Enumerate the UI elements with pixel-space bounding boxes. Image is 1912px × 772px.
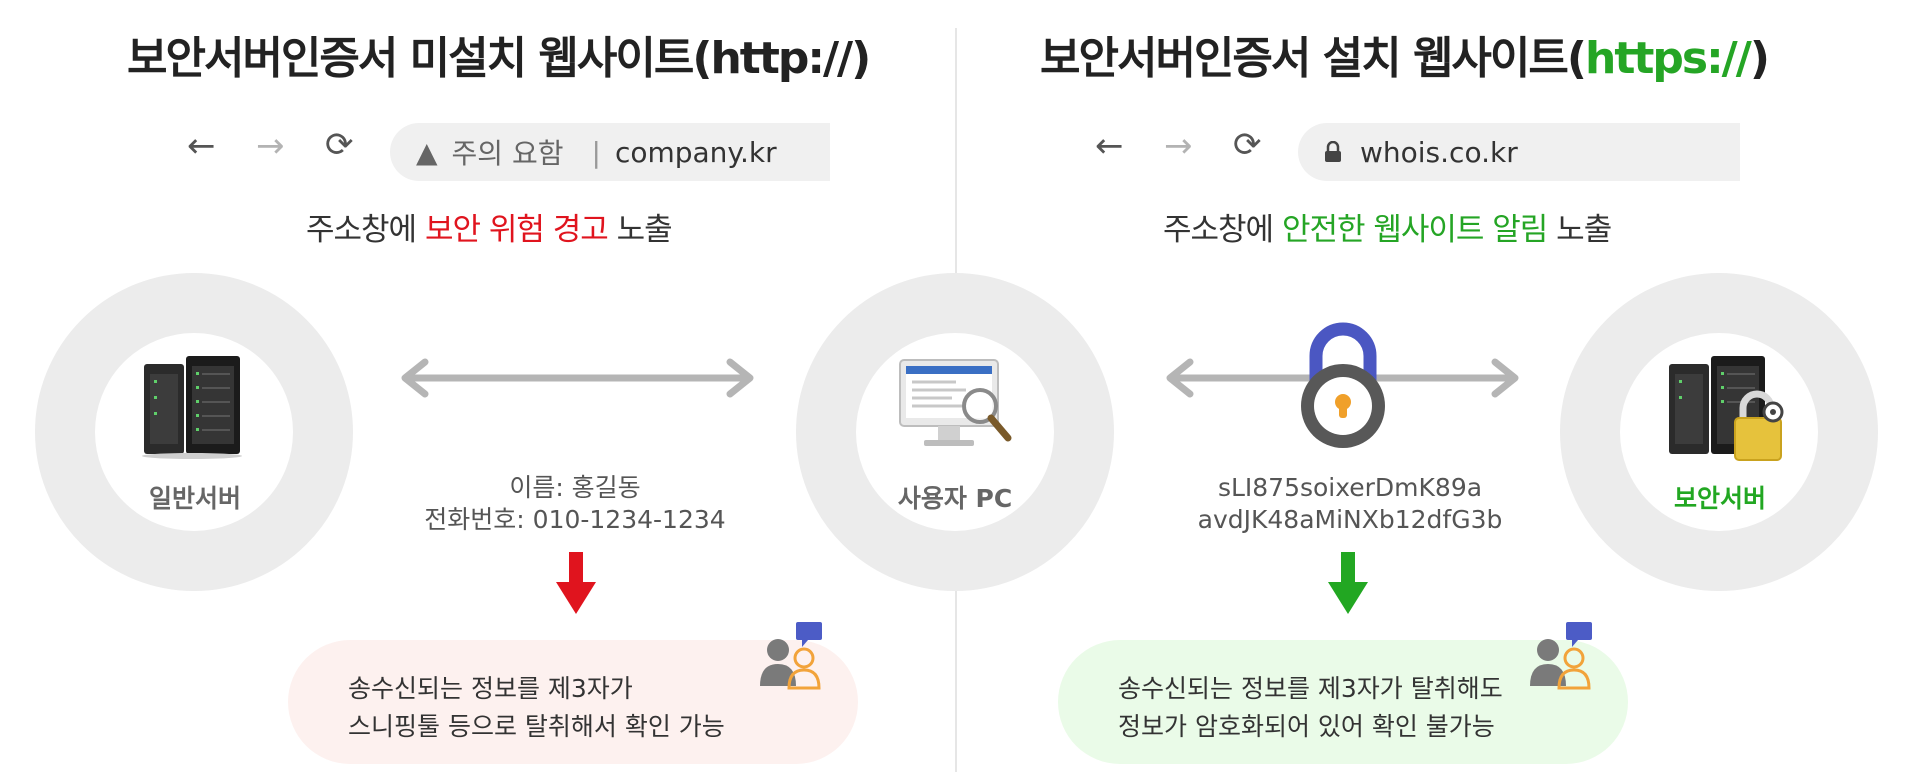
encrypted-data-text: sLI875soixerDmK89a avdJK48aMiNXb12dfG3b: [1190, 472, 1510, 536]
forward-icon[interactable]: →: [256, 126, 285, 166]
warning-text: 주의 요함: [452, 132, 564, 172]
back-icon[interactable]: ←: [187, 126, 216, 166]
left-subline: 주소창에 보안 위험 경고 노출: [306, 204, 672, 249]
right-subline: 주소창에 안전한 웹사이트 알림 노출: [1163, 204, 1611, 249]
general-server-label: 일반서버: [130, 479, 260, 515]
reload-icon[interactable]: ⟳: [1233, 125, 1262, 165]
secure-server-icon: [1665, 350, 1795, 468]
server-icon: [140, 350, 245, 460]
right-title: 보안서버인증서 설치 웹사이트(https://): [1040, 22, 1768, 86]
green-down-arrow-icon: [1326, 552, 1370, 616]
address-host: whois.co.kr: [1360, 136, 1518, 169]
address-bar-secure[interactable]: whois.co.kr: [1298, 123, 1740, 181]
secure-server-label: 보안서버: [1655, 479, 1785, 515]
lock-icon: [1324, 141, 1342, 163]
encrypted-data-line: sLI875soixerDmK89a: [1190, 472, 1510, 504]
forward-icon[interactable]: →: [1164, 126, 1193, 166]
double-arrow-icon: [395, 356, 760, 400]
bubble-line: 스니핑툴 등으로 탈취해서 확인 가능: [348, 708, 858, 746]
address-separator: |: [592, 136, 601, 169]
padlock-icon: [1296, 322, 1390, 452]
plain-data-line: 이름: 홍길동: [420, 472, 730, 504]
warning-icon: ▲: [416, 136, 438, 169]
reload-icon[interactable]: ⟳: [325, 125, 354, 165]
bubble-line: 정보가 암호화되어 있어 확인 불가능: [1118, 708, 1628, 746]
address-bar-insecure[interactable]: ▲ 주의 요함 | company.kr: [390, 123, 830, 181]
user-pc-label: 사용자 PC: [880, 479, 1030, 515]
address-host: company.kr: [615, 136, 777, 169]
left-title: 보안서버인증서 미설치 웹사이트(http://): [127, 22, 869, 86]
red-down-arrow-icon: [554, 552, 598, 616]
users-chat-icon: [1526, 620, 1598, 692]
encrypted-data-line: avdJK48aMiNXb12dfG3b: [1190, 504, 1510, 536]
plain-data-line: 전화번호: 010-1234-1234: [420, 504, 730, 536]
back-icon[interactable]: ←: [1095, 126, 1124, 166]
computer-icon: [896, 354, 1016, 458]
plain-data-text: 이름: 홍길동 전화번호: 010-1234-1234: [420, 472, 730, 536]
users-chat-icon: [756, 620, 828, 692]
